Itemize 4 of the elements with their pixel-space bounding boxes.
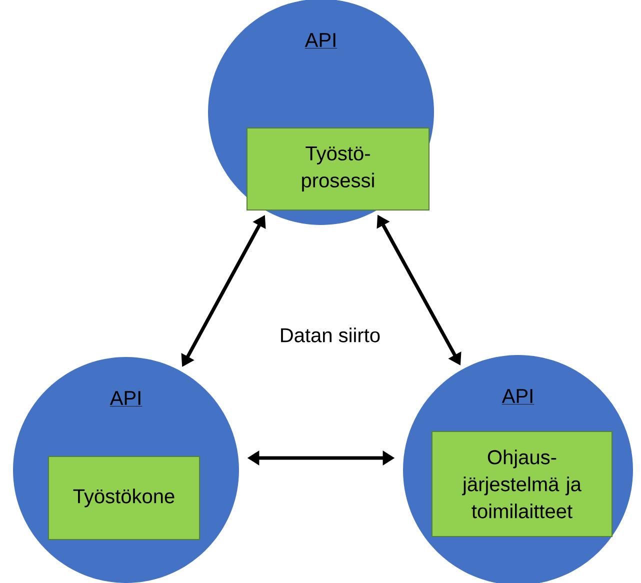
process-box: Ohjaus- järjestelmä ja toimilaitteet: [432, 430, 612, 537]
caption-text: Datan siirto: [281, 328, 380, 342]
process-box: Työstökone: [48, 456, 200, 540]
process-box: Työstö- prosessi: [246, 128, 430, 210]
